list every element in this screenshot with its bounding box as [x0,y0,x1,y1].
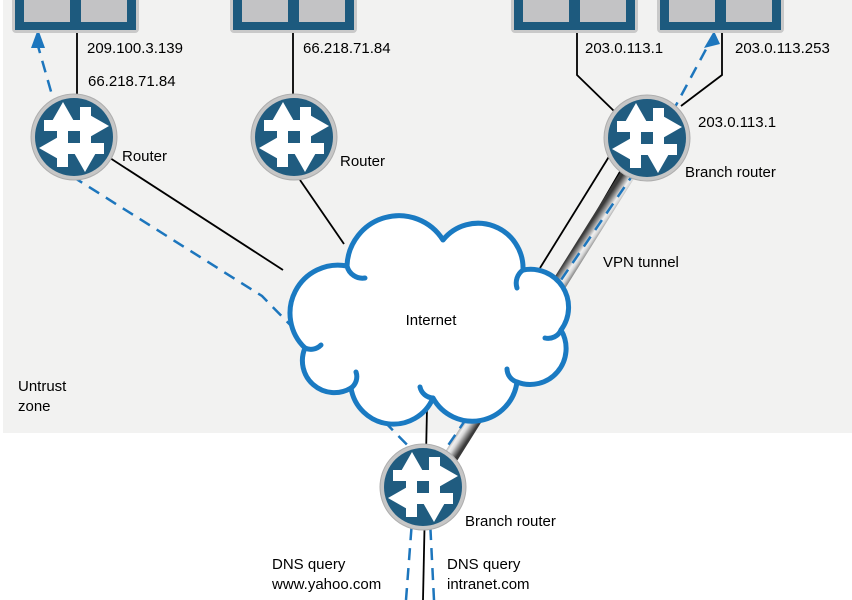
router2-icon [251,94,337,180]
branch-router-top-icon [604,95,690,181]
link-router1-internet [109,157,284,271]
router1-label: Router [122,148,168,165]
cloud-tuck-marks [302,263,564,401]
server1-icon [12,0,139,33]
branch-router-bottom-icon [380,444,466,530]
internet-label: Internet [405,312,457,329]
untrust-zone-label-line2: zone [18,398,51,415]
dns-query-path-intranet [428,39,713,600]
server4-ip-label: 203.0.113.253 [735,40,830,57]
dns-query-intranet-line2: intranet.com [447,576,530,593]
untrust-zone-label-line1: Untrust [18,378,67,395]
link-router2-internet [299,179,345,245]
link-server4-branch-top [680,30,723,107]
router1-ip-label: 66.218.71.84 [88,73,176,90]
server4-icon [657,0,784,33]
dns-query-yahoo-line1: DNS query [272,556,346,573]
arrowhead-to-server4-icon [704,31,720,48]
link-branch-top-internet-a [539,154,611,269]
vpn-tunnel-label: VPN tunnel [603,254,679,271]
router1-icon [31,94,117,180]
arrowhead-to-server1-icon [31,29,45,48]
server2-ip-label: 66.218.71.84 [303,40,391,57]
server3-ip-label: 203.0.113.1 [585,40,664,57]
server2-icon [230,0,357,33]
branch-router-top-label: Branch router [685,164,776,181]
link-server3-branch-top [576,30,616,113]
dns-query-intranet-line1: DNS query [447,556,521,573]
server3-icon [511,0,638,33]
dns-query-yahoo-line2: www.yahoo.com [272,576,382,593]
branch-router-bottom-label: Branch router [465,513,556,530]
router2-label: Router [340,153,386,170]
branch-router-top-ip-label: 203.0.113.1 [698,114,777,131]
internet-cloud [287,213,572,427]
server1-ip-label: 209.100.3.139 [87,40,183,57]
